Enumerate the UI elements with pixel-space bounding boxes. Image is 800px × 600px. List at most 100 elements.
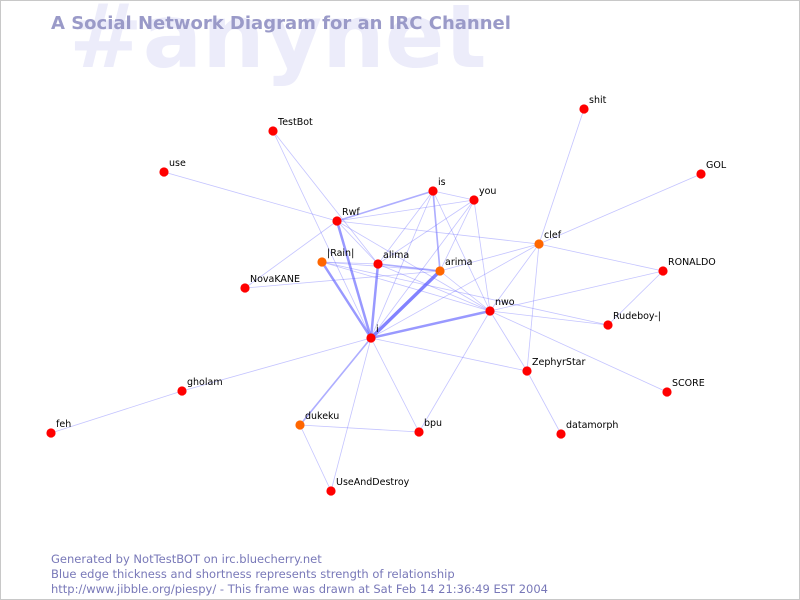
- node-GOL: GOL: [696, 160, 727, 179]
- edge-arima-clef: [439, 243, 540, 272]
- edge-Rwf-you: [336, 199, 475, 222]
- node-UseAndDestroy: UseAndDestroy: [326, 477, 410, 496]
- node-gholam: gholam: [177, 377, 223, 396]
- edge-i-ZephyrStar: [370, 337, 528, 372]
- edge-you-arima: [439, 199, 475, 272]
- node-label: use: [169, 158, 186, 169]
- node-datamorph: datamorph: [556, 420, 618, 439]
- edge-alima-arima: [377, 263, 441, 272]
- node-label: you: [479, 186, 496, 197]
- node-dukeku: dukeku: [295, 411, 339, 430]
- edge-clef-ZephyrStar: [526, 243, 540, 372]
- node-label: clef: [544, 230, 562, 241]
- edge-TestBot-i: [272, 130, 372, 339]
- edge-Rain-nwo: [321, 261, 491, 312]
- edge-nwo-ZephyrStar: [489, 310, 528, 372]
- edge-Rudeboy-Rain: [321, 261, 609, 326]
- node-dot: [373, 259, 383, 269]
- edge-alima-nwo: [377, 263, 491, 312]
- edge-nwo-bpu: [418, 310, 491, 433]
- edge-Rwf-nwo: [336, 220, 491, 312]
- node-dot: [435, 266, 445, 276]
- edge-nwo-RONALDO: [489, 270, 664, 312]
- node-you: you: [469, 186, 496, 205]
- node-dot: [414, 427, 424, 437]
- edge-i-alima: [369, 262, 380, 340]
- node-shit: shit: [579, 95, 607, 114]
- edge-i-nwo: [369, 309, 492, 340]
- edge-clef-nwo: [489, 243, 540, 312]
- edge-is-arima: [432, 190, 441, 272]
- node-label: UseAndDestroy: [336, 477, 410, 488]
- channel-watermark: #anynet: [69, 0, 487, 88]
- edge-Rwf-clef: [336, 220, 540, 245]
- node-dot: [485, 306, 495, 316]
- node-label: dukeku: [305, 411, 339, 422]
- node-use: use: [159, 158, 186, 177]
- edge-i-UseAndDestroy: [330, 337, 372, 492]
- node-label: Rudeboy-|: [613, 311, 661, 322]
- edge-you-nwo: [473, 199, 491, 312]
- edges-layer: [50, 108, 702, 492]
- node-label: |Rain|: [327, 248, 354, 259]
- edge-Rwf-alima: [336, 220, 379, 265]
- node-NovaKANE: NovaKANE: [240, 274, 300, 293]
- node-is: is: [428, 177, 446, 196]
- edge-i-arima: [369, 269, 442, 340]
- edge-clef-GOL: [538, 173, 702, 245]
- node-label: gholam: [187, 377, 223, 388]
- node-dot: [240, 283, 250, 293]
- edge-nwo-Rudeboy: [489, 310, 609, 326]
- edge-i-gholam: [181, 337, 372, 392]
- node-dot: [534, 239, 544, 249]
- node-label: feh: [56, 419, 71, 430]
- edge-is-nwo: [432, 190, 491, 312]
- edge-is-you: [432, 190, 475, 201]
- node-label: SCORE: [672, 378, 705, 389]
- node-label: NovaKANE: [250, 274, 300, 285]
- node-dot: [662, 387, 672, 397]
- node-feh: feh: [46, 419, 71, 438]
- node-label: TestBot: [277, 117, 313, 128]
- node-dot: [332, 216, 342, 226]
- edge-clef-shit: [538, 108, 585, 245]
- node-dot: [603, 320, 613, 330]
- node-dot: [579, 104, 589, 114]
- footer-source-timestamp: http://www.jibble.org/piespy/ - This fra…: [51, 582, 548, 596]
- node-SCORE: SCORE: [662, 378, 705, 397]
- node-label: arima: [445, 257, 472, 268]
- edge-TestBot-alima: [272, 130, 379, 265]
- node-dot: [46, 428, 56, 438]
- node-alima: alima: [373, 250, 409, 269]
- edge-arima-NovaKANE: [244, 270, 441, 289]
- node-label: bpu: [424, 418, 442, 429]
- node-dot: [177, 386, 187, 396]
- node-dot: [317, 257, 327, 267]
- node-Rudeboy: Rudeboy-|: [603, 311, 661, 330]
- edge-you-alima: [377, 199, 475, 265]
- edge-Rwf-NovaKANE: [244, 220, 338, 289]
- node-dot: [295, 420, 305, 430]
- node-Rain: |Rain|: [317, 248, 354, 267]
- node-ZephyrStar: ZephyrStar: [522, 357, 586, 376]
- node-dot: [556, 429, 566, 439]
- node-dot: [159, 167, 169, 177]
- footer: Generated by NotTestBOT on irc.bluecherr…: [51, 552, 548, 597]
- node-nwo: nwo: [485, 297, 515, 316]
- node-arima: arima: [435, 257, 472, 276]
- edge-dukeku-bpu: [299, 424, 420, 433]
- node-RONALDO: RONALDO: [658, 257, 716, 276]
- node-label: Rwf: [342, 207, 360, 218]
- edge-use-Rwf: [163, 171, 338, 222]
- node-dot: [428, 186, 438, 196]
- node-label: ZephyrStar: [532, 357, 586, 368]
- edge-arima-nwo: [439, 270, 491, 312]
- node-label: nwo: [495, 297, 515, 308]
- edge-nwo-SCORE: [489, 310, 668, 393]
- node-bpu: bpu: [414, 418, 442, 437]
- edge-i-Rain: [320, 260, 373, 340]
- edge-Rain-alima: [321, 261, 379, 265]
